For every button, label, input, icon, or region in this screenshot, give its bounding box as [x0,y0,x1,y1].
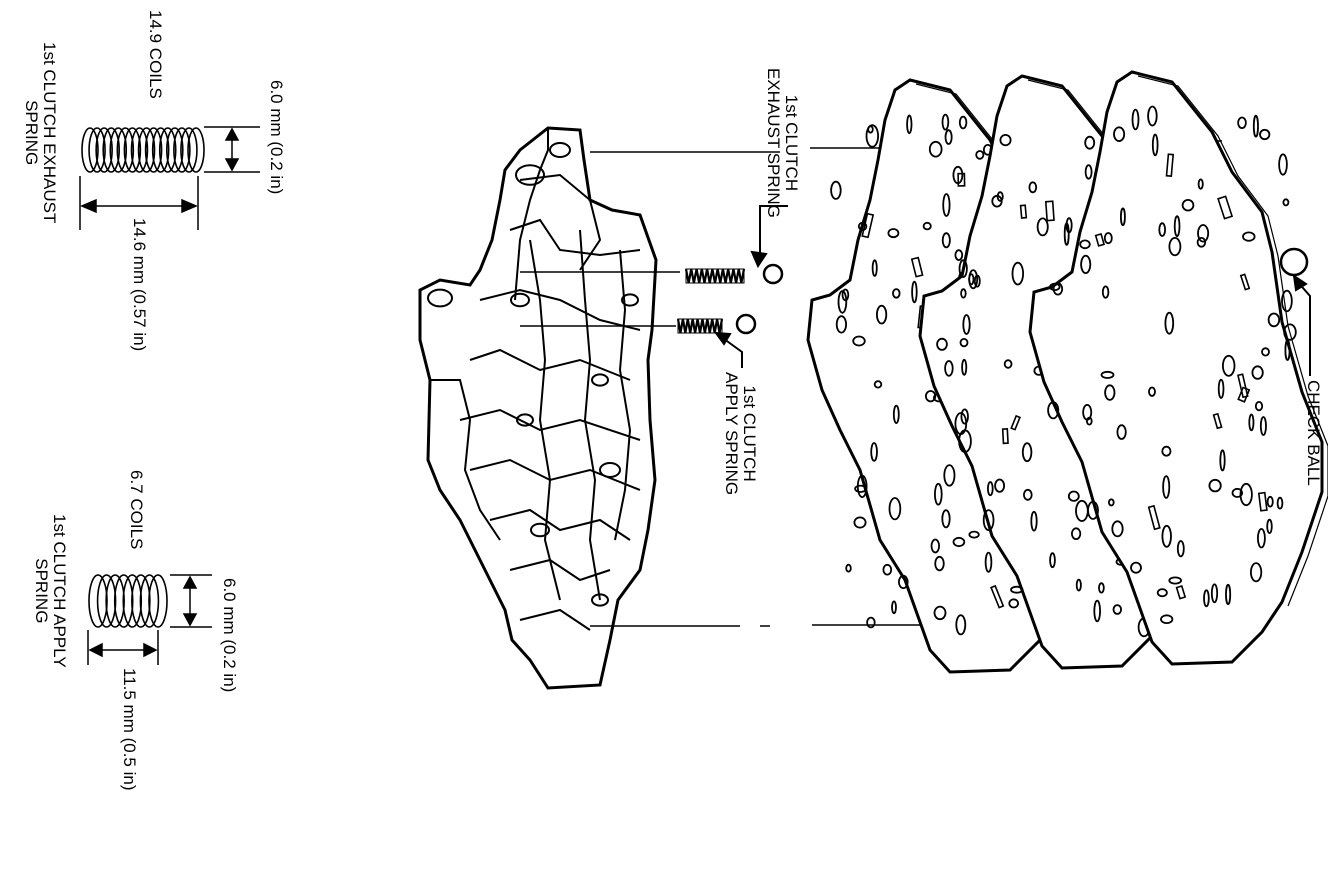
exhaust-length-dimension [79,176,199,230]
exhaust-coil-count: 14.9 COILS [146,10,165,99]
apply-length-dimension [87,630,159,665]
apply-spring-illustration [88,574,168,628]
valve-body-internal-passages [427,142,641,631]
apply-width-dimension [170,574,212,628]
callout-exhaust-line1: 1st CLUTCH [782,94,801,192]
exhaust-spring-title-line1: 1st CLUTCH EXHAUST [40,42,59,224]
check-ball [1279,247,1309,277]
apply-spring-small [676,318,724,334]
callout-apply-line1: 1st CLUTCH [740,385,759,482]
callout-apply-line2: APPLY SPRING [722,372,741,496]
apply-check-ball [735,313,757,335]
valve-body-casting [418,126,658,690]
apply-width-label: 6.0 mm (0.2 in) [220,578,239,693]
apply-spring-title-line2: SPRING [32,558,51,624]
callout-exhaust-spring: 1st CLUTCH EXHAUST SPRING [764,68,801,218]
exhaust-length-label: 14.6 mm (0.57 in) [130,218,149,352]
exhaust-width-label: 6.0 mm (0.2 in) [267,80,286,195]
apply-spring-title-line1: 1st CLUTCH APPLY [50,514,69,668]
apply-coil-count: 6.7 COILS [127,470,146,550]
exhaust-check-ball [762,263,784,285]
separator-plates [806,70,1328,674]
exhaust-spring-title-line2: SPRING [22,100,41,166]
apply-spring-title: 1st CLUTCH APPLY SPRING [32,514,69,668]
exhaust-spring-title: 1st CLUTCH EXHAUST SPRING [22,42,59,224]
exhaust-width-dimension [204,126,260,173]
callout-leaders [713,205,1311,376]
callout-apply-spring: 1st CLUTCH APPLY SPRING [722,372,759,496]
callout-exhaust-line2: EXHAUST SPRING [764,68,783,218]
exhaust-spring-small [684,268,746,284]
callout-check-ball: CHECK BALL [1304,380,1323,486]
exhaust-spring-illustration [81,127,205,173]
apply-length-label: 11.5 mm (0.5 in) [120,668,139,791]
